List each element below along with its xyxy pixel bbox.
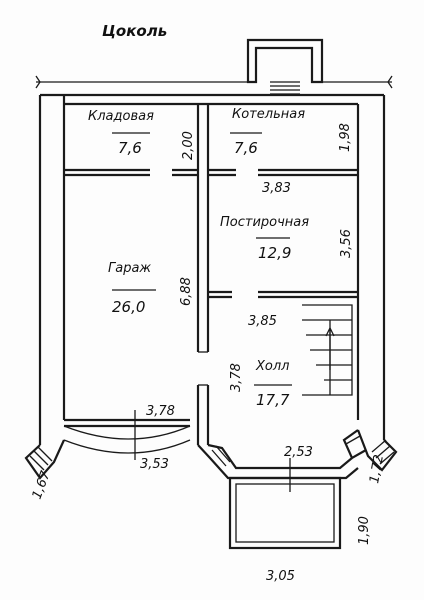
dim-garage-door: 3,78 — [146, 404, 175, 419]
dim-laundry-width: 3,85 — [248, 314, 277, 329]
outer-ground-line — [35, 75, 393, 89]
dim-right-bay: 1,72 — [367, 454, 387, 485]
room-storage-name: Кладовая — [88, 109, 154, 124]
room-storage-area: 7,6 — [118, 139, 142, 157]
right-bay — [342, 429, 398, 472]
room-laundry-area: 12,9 — [258, 244, 291, 262]
garage-opening — [63, 410, 191, 460]
dim-hall-depth: 3,78 — [229, 363, 244, 392]
dim-storage-depth: 2,00 — [181, 131, 196, 160]
dim-left-bay: 1,67 — [30, 468, 54, 501]
room-garage-name: Гараж — [108, 261, 151, 276]
room-boiler-area: 7,6 — [234, 139, 258, 157]
top-entry-block — [246, 38, 324, 95]
room-hall-name: Холл — [255, 359, 289, 374]
dim-boiler-depth: 1,98 — [338, 123, 353, 152]
staircase — [302, 304, 353, 396]
interior-walls — [64, 104, 358, 445]
central-bay — [197, 443, 359, 492]
dim-porch-width: 3,05 — [266, 569, 295, 584]
room-hall-area: 17,7 — [256, 391, 290, 409]
left-bay — [24, 439, 66, 480]
dim-porch-depth: 1,90 — [357, 516, 372, 545]
exterior-walls — [38, 93, 386, 445]
dim-center-bay: 2,53 — [284, 445, 313, 460]
room-boiler-name: Котельная — [232, 107, 305, 122]
dim-garage-bay: 3,53 — [140, 457, 169, 472]
room-laundry-name: Постирочная — [220, 215, 309, 230]
dim-garage-depth: 6,88 — [179, 277, 194, 306]
area-underlines — [112, 132, 292, 386]
room-garage-area: 26,0 — [112, 298, 145, 316]
dim-boiler-width: 3,83 — [262, 181, 291, 196]
plan-title: Цоколь — [102, 22, 167, 40]
dim-laundry-depth: 3,56 — [339, 229, 354, 258]
porch — [228, 476, 342, 550]
